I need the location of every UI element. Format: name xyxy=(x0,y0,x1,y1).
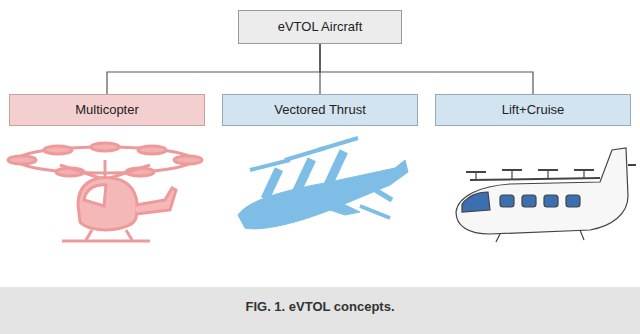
category-box: Multicopter xyxy=(9,94,205,126)
node-label: Multicopter xyxy=(75,102,139,118)
multicopter-illustration xyxy=(8,143,202,241)
connector xyxy=(107,44,320,94)
node-label: Lift+Cruise xyxy=(502,102,565,118)
category-box: Lift+Cruise xyxy=(435,94,631,126)
lift-cruise-illustration xyxy=(456,148,636,242)
vectored-thrust-illustration xyxy=(238,138,408,229)
node-label: eVTOL Aircraft xyxy=(278,19,363,35)
figure-caption: FIG. 1. eVTOL concepts. xyxy=(0,299,640,314)
connector xyxy=(320,44,533,94)
category-box: Vectored Thrust xyxy=(222,94,418,126)
node-label: Vectored Thrust xyxy=(274,102,366,118)
root-box: eVTOL Aircraft xyxy=(238,10,402,44)
